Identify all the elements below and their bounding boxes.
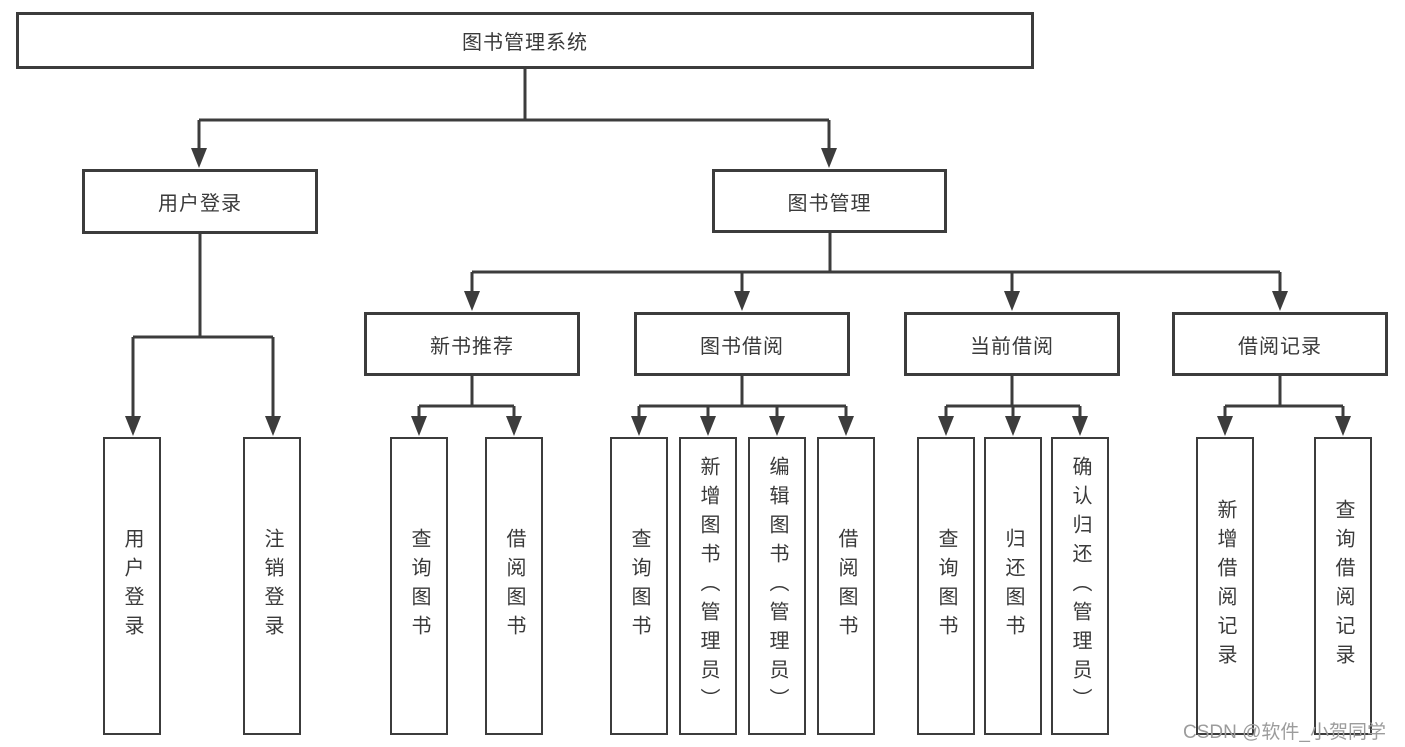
node-edit-books-admin: 编辑图书（管理员） <box>748 437 806 735</box>
node-borrow-records: 借阅记录 <box>1172 312 1388 376</box>
node-root-library-system: 图书管理系统 <box>16 12 1034 69</box>
node-borrow-books-recommend: 借阅图书 <box>485 437 543 735</box>
node-add-borrow-record: 新增借阅记录 <box>1196 437 1254 735</box>
node-query-books-current: 查询图书 <box>917 437 975 735</box>
edge-current-borrow-to-children <box>938 376 1088 436</box>
node-new-book-recommend: 新书推荐 <box>364 312 580 376</box>
node-label: 查询借阅记录 <box>1332 499 1354 673</box>
node-label: 新增图书（管理员） <box>697 455 719 717</box>
node-user-login: 用户登录 <box>82 169 318 234</box>
node-book-borrow: 图书借阅 <box>634 312 850 376</box>
node-label: 查询图书 <box>408 528 430 644</box>
node-logout-leaf: 注销登录 <box>243 437 301 735</box>
node-label: 用户登录 <box>121 528 143 644</box>
node-query-borrow-record: 查询借阅记录 <box>1314 437 1372 735</box>
node-label: 注销登录 <box>261 528 283 644</box>
edge-user-login-to-children <box>125 234 281 436</box>
node-book-management: 图书管理 <box>712 169 947 233</box>
node-query-books-borrow: 查询图书 <box>610 437 668 735</box>
edge-root-to-level2 <box>191 69 837 168</box>
node-label: 借阅图书 <box>835 528 857 644</box>
edge-borrow-records-to-children <box>1217 376 1351 436</box>
node-borrow-books-leaf: 借阅图书 <box>817 437 875 735</box>
node-label: 查询图书 <box>935 528 957 644</box>
edge-new-book-to-children <box>411 376 522 436</box>
node-user-login-leaf: 用户登录 <box>103 437 161 735</box>
node-current-borrow: 当前借阅 <box>904 312 1120 376</box>
node-return-books: 归还图书 <box>984 437 1042 735</box>
csdn-watermark: CSDN @软件_小贺同学 <box>1183 722 1386 743</box>
node-label: 归还图书 <box>1002 528 1024 644</box>
node-label: 确认归还（管理员） <box>1069 455 1091 717</box>
edge-book-management-to-level3 <box>464 233 1288 311</box>
node-add-books-admin: 新增图书（管理员） <box>679 437 737 735</box>
node-label: 借阅图书 <box>503 528 525 644</box>
node-label: 编辑图书（管理员） <box>766 455 788 717</box>
node-label: 查询图书 <box>628 528 650 644</box>
node-query-books-recommend: 查询图书 <box>390 437 448 735</box>
node-confirm-return-admin: 确认归还（管理员） <box>1051 437 1109 735</box>
node-label: 新增借阅记录 <box>1214 499 1236 673</box>
edge-book-borrow-to-children <box>631 376 854 436</box>
